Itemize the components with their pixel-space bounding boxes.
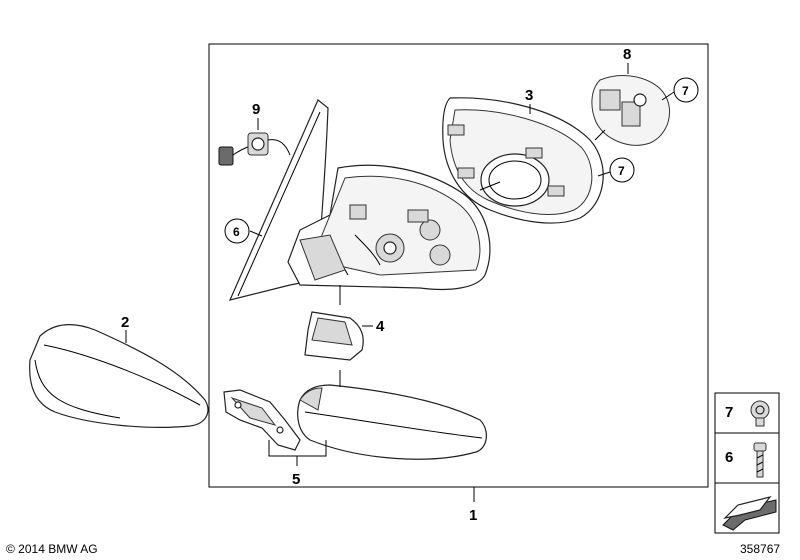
callout-6: 6 <box>233 225 240 239</box>
callout-4: 4 <box>376 318 385 335</box>
diagram-number: 358767 <box>740 542 780 556</box>
callout-7b-circle <box>609 157 635 183</box>
leader-7b <box>597 171 611 177</box>
fastener-legend: 7 6 <box>714 392 780 534</box>
callout-1: 1 <box>469 507 477 524</box>
actuator-motor-part <box>591 75 670 146</box>
leader-6 <box>249 230 263 237</box>
callout-7a-circle <box>673 77 699 103</box>
mirror-housing-part <box>287 164 491 291</box>
leader-3b <box>479 181 501 191</box>
legend-box <box>714 392 780 534</box>
callout-9: 9 <box>252 101 260 118</box>
bracket-part <box>223 389 301 451</box>
legend-label-6: 6 <box>725 449 733 466</box>
callout-6-circle <box>224 218 250 244</box>
callout-8: 8 <box>623 46 631 63</box>
callout-7b: 7 <box>618 164 625 178</box>
callout-3: 3 <box>525 87 533 104</box>
screw-torx-icon <box>750 400 770 427</box>
lower-cover-part <box>304 311 364 361</box>
wiring-harness-part <box>218 132 291 166</box>
mirror-cap-part <box>29 324 209 428</box>
direction-arrow-icon <box>722 495 777 531</box>
bolt-icon <box>753 442 767 478</box>
callout-7a: 7 <box>682 84 689 98</box>
callout-2: 2 <box>121 314 129 331</box>
turn-signal-part <box>297 384 487 460</box>
leader-7a <box>661 91 675 101</box>
assembly-frame <box>208 43 709 488</box>
copyright-text: © 2014 BMW AG <box>6 542 98 556</box>
callout-5: 5 <box>292 471 300 488</box>
legend-label-7: 7 <box>725 404 733 421</box>
